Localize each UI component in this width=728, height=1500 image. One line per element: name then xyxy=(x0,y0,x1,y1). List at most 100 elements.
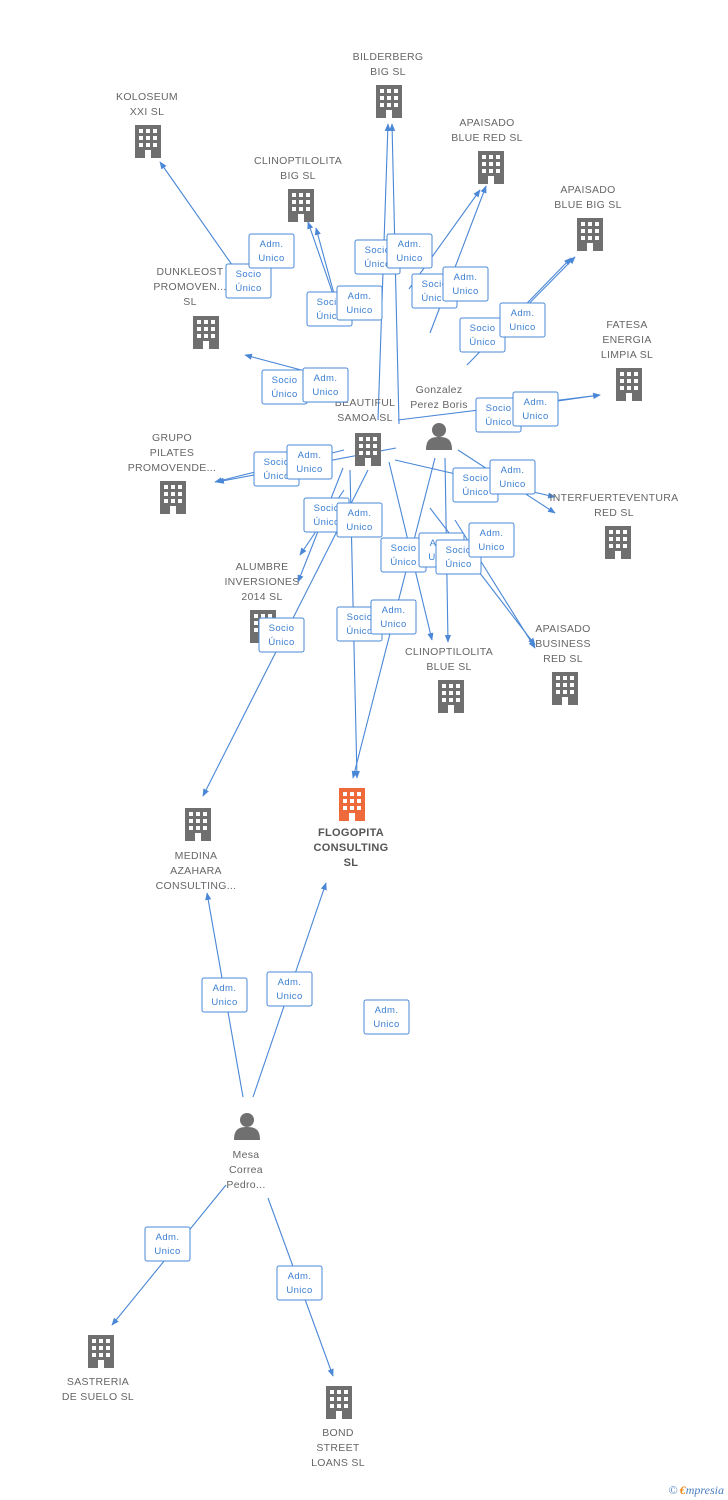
building-icon xyxy=(616,368,642,401)
edge-label-line: Único xyxy=(235,283,261,294)
edge-label-box xyxy=(370,599,417,635)
edge-label-box xyxy=(286,444,333,480)
edge-arrow xyxy=(429,507,536,646)
empresia-footer[interactable]: ©€mpresia xyxy=(669,1483,724,1498)
edge-label-line: Adm. xyxy=(260,239,284,250)
node-label-line: INVERSIONES xyxy=(224,576,299,588)
edge-label-badge[interactable]: Adm.Unico xyxy=(336,502,383,538)
edge-label-badge[interactable]: Adm.Unico xyxy=(386,233,433,269)
edge-label-line: Adm. xyxy=(288,1271,312,1282)
node-label-line: BEAUTIFUL xyxy=(335,397,395,409)
edge-label-badge[interactable]: Adm. Unico xyxy=(336,285,383,321)
node-label-line: FATESA xyxy=(606,319,647,331)
edge-label-line: Unico xyxy=(499,479,525,490)
edge-label-badge[interactable]: Adm.Unico xyxy=(363,999,410,1035)
edge-label-line: Adm. xyxy=(213,983,237,994)
edge-label-badge[interactable]: Adm. Unico xyxy=(489,459,536,495)
edge-label-line: Único xyxy=(485,417,511,428)
node-label-line: Correa xyxy=(229,1164,263,1176)
node-medina[interactable]: MEDINAAZAHARACONSULTING... xyxy=(156,808,237,892)
edge-label-badge[interactable]: Adm.Unico xyxy=(302,367,349,403)
node-label-line: Mesa xyxy=(233,1149,260,1161)
edge-label-badge[interactable]: Adm.Unico xyxy=(512,391,559,427)
edge-label-badge[interactable]: Adm.Unico xyxy=(144,1226,191,1262)
edge-label-badge[interactable]: Adm.Unico xyxy=(248,233,295,269)
edge-label-line: Unico xyxy=(286,1285,312,1296)
building-icon xyxy=(478,151,504,184)
edge-label-badge[interactable]: Adm. Unico xyxy=(276,1265,323,1301)
node-label-line: PROMOVEN... xyxy=(153,281,226,293)
copyright-symbol: © xyxy=(668,1483,678,1497)
node-label-line: RED SL xyxy=(543,653,583,665)
node-beautiful-samoa[interactable]: BEAUTIFUL SAMOA SL xyxy=(335,397,395,466)
node-label-line: Gonzalez xyxy=(416,384,463,396)
node-label-line: APAISADO xyxy=(459,117,514,129)
building-icon xyxy=(552,672,578,705)
building-icon xyxy=(88,1335,114,1368)
edge-label-line: Adm. xyxy=(348,291,372,302)
node-label-line: SL xyxy=(344,857,359,869)
node-label-line: DUNKLEOST xyxy=(157,266,224,278)
edge-label-line: Socio xyxy=(446,545,472,556)
edge-label-badge[interactable]: Adm.Unico xyxy=(442,266,489,302)
edge-label-line: Unico xyxy=(509,322,535,333)
node-mesa[interactable]: MesaCorreaPedro... xyxy=(226,1113,265,1191)
node-grupo-pilates[interactable]: GRUPOPILATESPROMOVENDE... xyxy=(128,432,217,514)
edge-label-line: Unico xyxy=(346,305,372,316)
edge-label-line: Único xyxy=(346,626,372,637)
node-label-line: SAMOA SL xyxy=(337,412,393,424)
edge-label-line: Único xyxy=(445,559,471,570)
building-icon xyxy=(135,125,161,158)
building-icon xyxy=(326,1386,352,1419)
node-label-line: KOLOSEUM xyxy=(116,91,178,103)
node-label-line: CONSULTING... xyxy=(156,880,237,892)
edge-label-line: Adm. xyxy=(511,308,535,319)
edge-label-line: Adm. xyxy=(156,1232,180,1243)
edge-arrow xyxy=(159,161,238,273)
node-label-line: LIMPIA SL xyxy=(601,349,653,361)
edge-arrow xyxy=(408,189,481,290)
edge-label-line: Único xyxy=(263,471,289,482)
node-label-line: BOND xyxy=(322,1427,354,1439)
building-icon xyxy=(185,808,211,841)
edge-label-badge[interactable]: Adm.Unico xyxy=(370,599,417,635)
edge-label-badge[interactable]: Adm.Unico xyxy=(468,522,515,558)
edge-label-badge[interactable]: Adm. Unico xyxy=(499,302,546,338)
edge-label-badge[interactable]: Adm.Unico xyxy=(201,977,248,1013)
edge-label-line: Socio xyxy=(391,543,417,554)
edge-label-line: Socio xyxy=(463,473,489,484)
person-icon xyxy=(426,423,452,450)
edge-label-line: Adm. xyxy=(501,465,525,476)
edge-label-badge[interactable]: Adm.Unico xyxy=(266,971,313,1007)
edge-label-line: Socio xyxy=(486,403,512,414)
node-label-line: PILATES xyxy=(150,447,195,459)
edge-label-line: Adm. xyxy=(348,508,372,519)
empresia-logo-text: mpresia xyxy=(685,1483,724,1497)
node-label-line: BILDERBERG xyxy=(353,51,424,63)
building-icon xyxy=(288,189,314,222)
edge-label-box xyxy=(363,999,410,1035)
edge-label-box xyxy=(468,522,515,558)
edge-label-badge[interactable]: Adm.Unico xyxy=(286,444,333,480)
